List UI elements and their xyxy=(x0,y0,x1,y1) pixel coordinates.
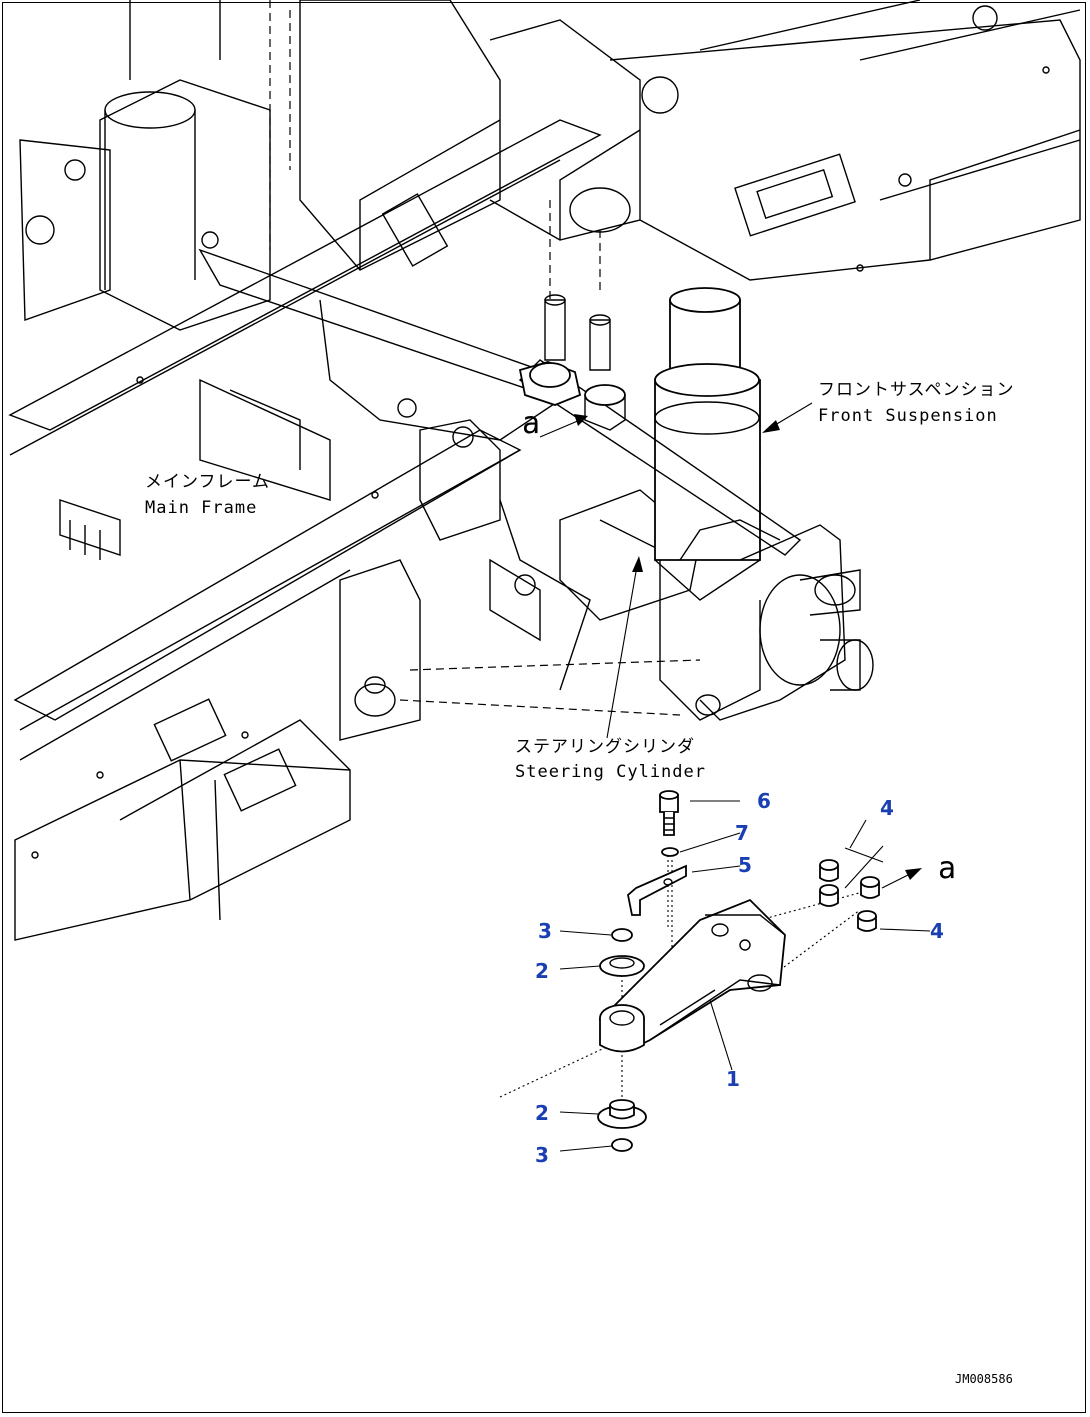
steering-cylinder-label-jp: ステアリングシリンダ xyxy=(515,737,695,757)
exploded-parts xyxy=(499,790,931,1152)
part-4-bushings xyxy=(819,845,884,932)
main-frame-label-en: Main Frame xyxy=(145,498,257,518)
part-2-bushing-lower xyxy=(597,1099,647,1129)
view-mark-upper: a xyxy=(522,406,540,441)
part-2-bushing-upper xyxy=(599,955,645,977)
part-1-steering-lever xyxy=(598,898,786,1053)
part-6-bolt xyxy=(659,790,679,836)
callout-7[interactable]: 7 xyxy=(735,821,749,845)
callout-2-lower[interactable]: 2 xyxy=(535,1101,549,1125)
callout-numbers: 1 2 2 3 3 4 4 5 6 7 xyxy=(535,789,944,1167)
callout-5[interactable]: 5 xyxy=(738,853,752,877)
part-3-ring-upper xyxy=(611,928,633,942)
callout-3-lower[interactable]: 3 xyxy=(535,1143,549,1167)
main-frame-assembly xyxy=(8,0,1081,941)
front-suspension-label-jp: フロントサスペンション xyxy=(818,380,1014,400)
main-frame-label-jp: メインフレーム xyxy=(145,472,270,492)
callout-1[interactable]: 1 xyxy=(726,1067,740,1091)
part-3-ring-lower xyxy=(611,1138,633,1152)
callout-2-upper[interactable]: 2 xyxy=(535,959,549,983)
text-labels: フロントサスペンション Front Suspension メインフレーム Mai… xyxy=(145,380,1014,1386)
callout-3-upper[interactable]: 3 xyxy=(538,919,552,943)
callout-6[interactable]: 6 xyxy=(757,789,771,813)
part-7-washer xyxy=(661,847,679,857)
label-leaders xyxy=(539,402,813,739)
callout-4-lower[interactable]: 4 xyxy=(930,919,944,943)
view-mark-lower: a xyxy=(938,851,956,886)
callout-4-upper[interactable]: 4 xyxy=(880,796,894,820)
part-5-bracket xyxy=(627,864,687,916)
drawing-code: JM008586 xyxy=(955,1372,1013,1386)
front-suspension-label-en: Front Suspension xyxy=(818,406,998,426)
steering-cylinder-label-en: Steering Cylinder xyxy=(515,762,706,782)
